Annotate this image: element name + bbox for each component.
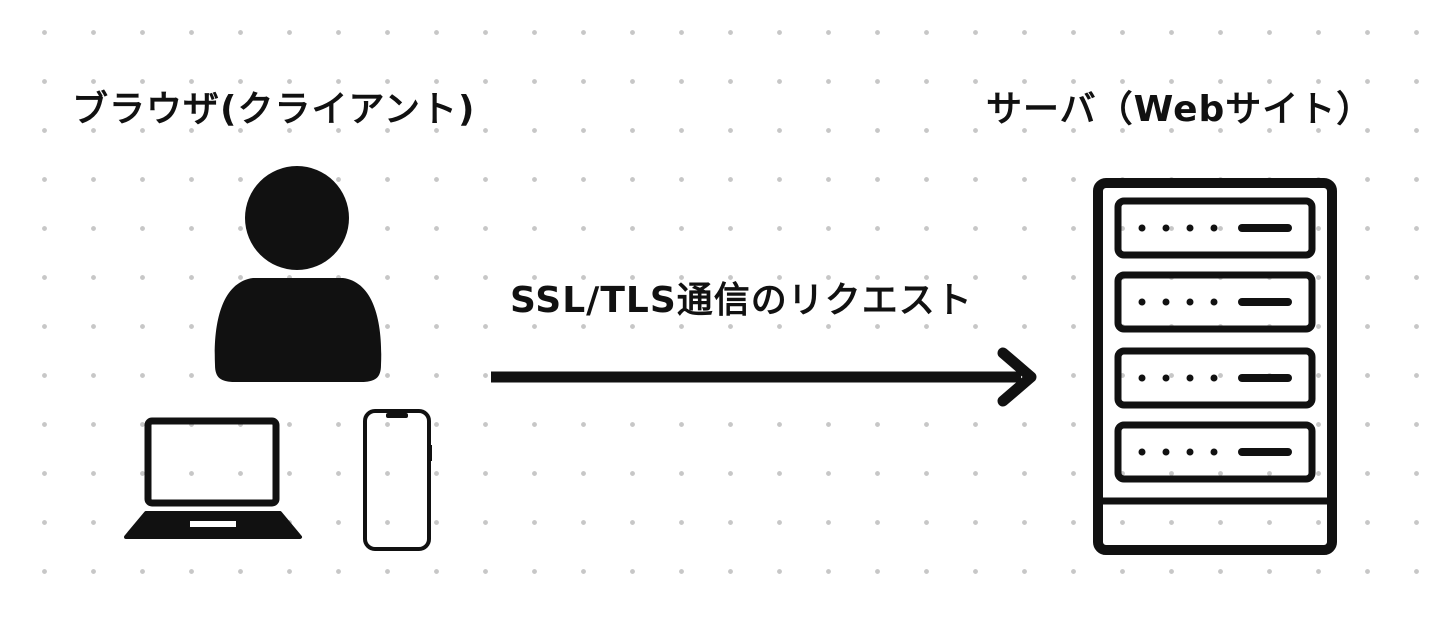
client-label: ブラウザ(クライアント) <box>72 89 476 130</box>
request-label: SSL/TLS通信のリクエスト <box>510 280 973 321</box>
server-unit-3 <box>1114 347 1316 409</box>
smartphone-icon <box>363 409 432 551</box>
server-unit-1 <box>1114 197 1316 259</box>
server-label: サーバ（Webサイト） <box>986 89 1374 130</box>
laptop-icon <box>124 417 302 539</box>
server-rack-icon <box>1093 178 1337 555</box>
person-icon <box>214 166 382 382</box>
server-unit-2 <box>1114 271 1316 333</box>
arrow-right-icon <box>491 347 1037 407</box>
server-unit-4 <box>1114 421 1316 483</box>
